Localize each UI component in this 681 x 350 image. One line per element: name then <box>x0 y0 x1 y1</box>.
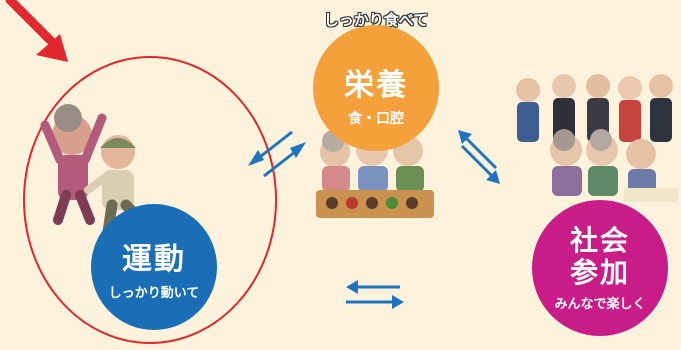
exchange-arrows-exercise-social <box>346 280 404 309</box>
exchange-arrows-exercise-nutrition <box>248 130 306 178</box>
exercise-title: 運動 <box>122 241 186 277</box>
social-illustration <box>516 74 678 202</box>
exercise-illustration <box>40 104 148 238</box>
nutrition-subtitle: 食・口腔 <box>348 111 404 127</box>
social-node: 社会 参加 みんなで楽しく <box>532 200 668 336</box>
nutrition-title: 栄養 <box>344 68 408 103</box>
highlight-ellipse <box>23 56 277 344</box>
exercise-node: 運動 しっかり動いて <box>91 204 217 330</box>
social-title-line1: 社会 <box>569 223 630 257</box>
social-title-line2: 参加 <box>569 255 630 289</box>
social-subtitle: みんなで楽しく <box>554 296 646 312</box>
exchange-arrows-nutrition-social <box>458 130 500 184</box>
nutrition-node: 栄養 食・口腔 <box>313 25 439 151</box>
red-pointer-arrow-icon <box>5 0 68 62</box>
eiyo-top-label: しっかり食べて <box>323 11 429 29</box>
exercise-subtitle: しっかり動いて <box>108 285 200 301</box>
